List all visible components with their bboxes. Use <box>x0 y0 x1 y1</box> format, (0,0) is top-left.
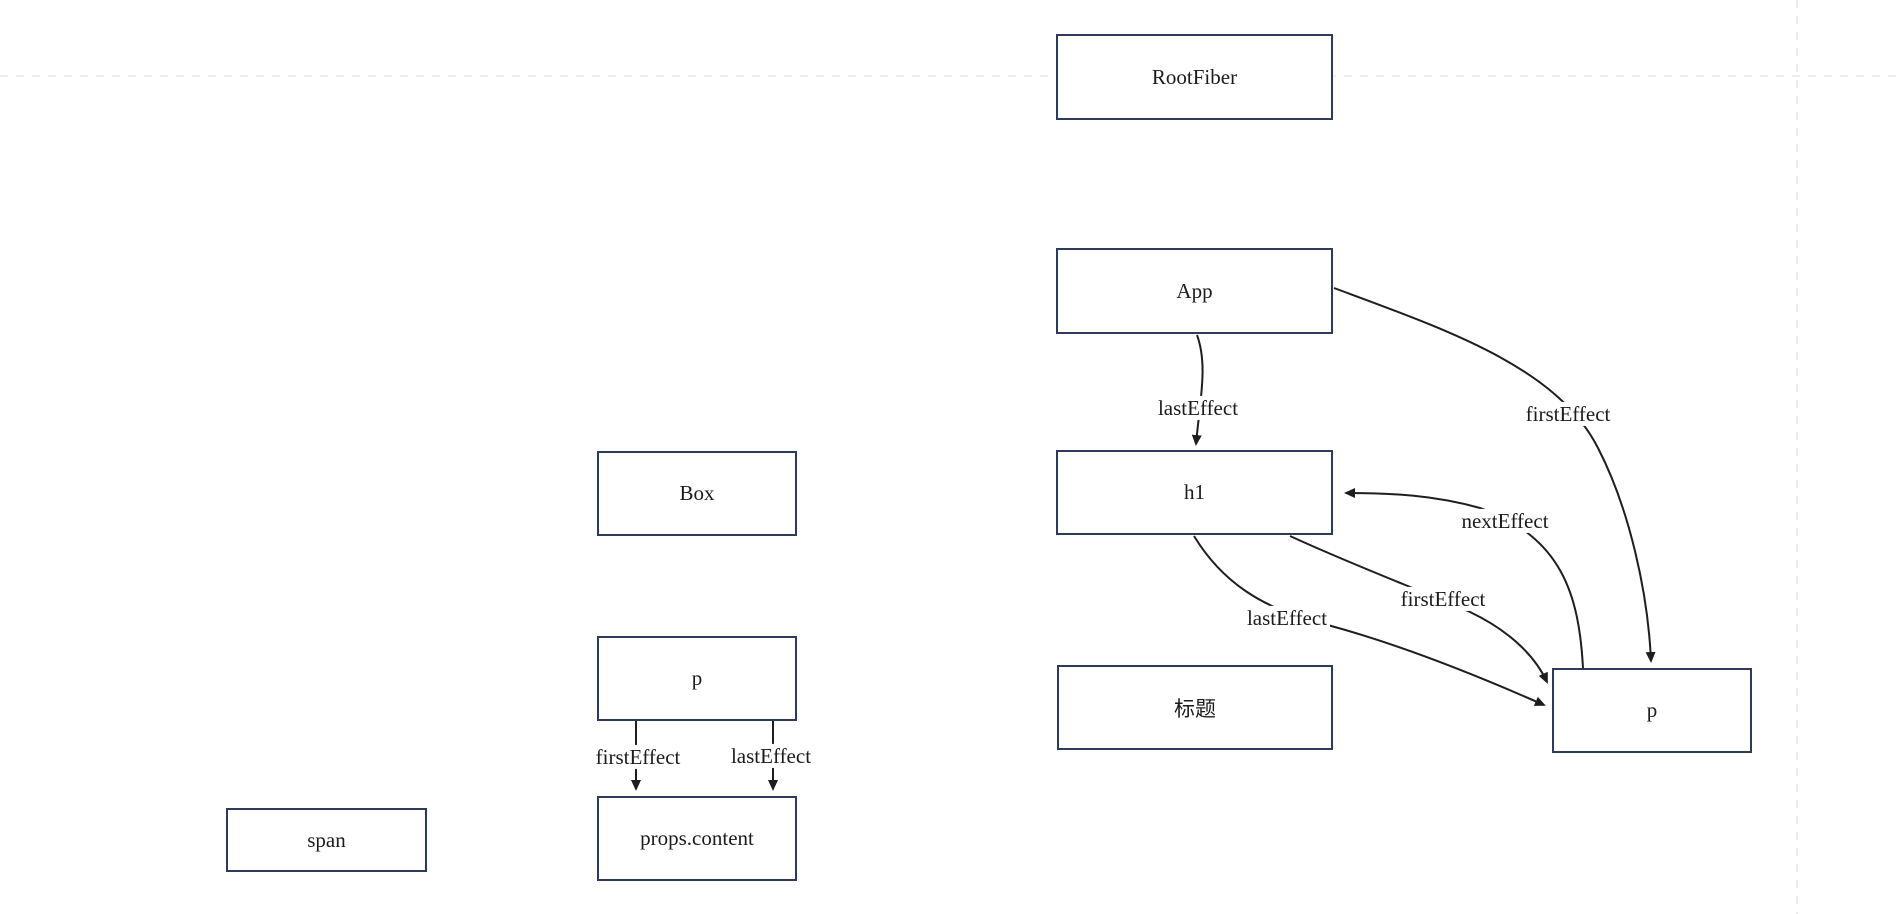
edge-app-to-h1-lasteffect[interactable] <box>1191 334 1204 446</box>
node-app[interactable]: App <box>1056 248 1333 334</box>
node-box[interactable]: Box <box>597 451 797 536</box>
node-rootfiber[interactable]: RootFiber <box>1056 34 1333 120</box>
edge-label-p-to-props-firsteffect[interactable]: firstEffect <box>592 744 684 770</box>
node-label-app: App <box>1176 278 1213 303</box>
edge-label-app-to-p-firsteffect[interactable]: firstEffect <box>1522 401 1614 427</box>
node-label-span: span <box>307 827 346 852</box>
node-span[interactable]: span <box>226 808 427 872</box>
node-label-p-left: p <box>691 666 703 690</box>
node-label-props-content: props.content <box>640 826 754 850</box>
node-p-right[interactable]: p <box>1552 668 1752 753</box>
node-props-content[interactable]: props.content <box>597 796 797 881</box>
node-p-left[interactable]: p <box>597 636 797 721</box>
edge-label-p-to-h1-nexteffect[interactable]: nextEffect <box>1458 508 1552 534</box>
edge-app-to-p-firsteffect[interactable] <box>1333 287 1656 663</box>
node-label-title: 标题 <box>1174 696 1216 721</box>
edge-label-h1-to-p-firsteffect[interactable]: firstEffect <box>1397 586 1489 612</box>
node-label-box: Box <box>679 481 715 505</box>
node-label-rootfiber: RootFiber <box>1151 64 1238 89</box>
node-label-h1: h1 <box>1184 480 1205 504</box>
edge-label-h1-to-p-lasteffect[interactable]: lastEffect <box>1243 605 1331 631</box>
edge-label-p-to-props-lasteffect[interactable]: lastEffect <box>727 743 815 769</box>
node-h1[interactable]: h1 <box>1056 450 1333 535</box>
edge-label-app-to-h1-lasteffect[interactable]: lastEffect <box>1154 395 1242 421</box>
node-title[interactable]: 标题 <box>1057 665 1333 750</box>
node-label-p-right: p <box>1646 698 1658 722</box>
